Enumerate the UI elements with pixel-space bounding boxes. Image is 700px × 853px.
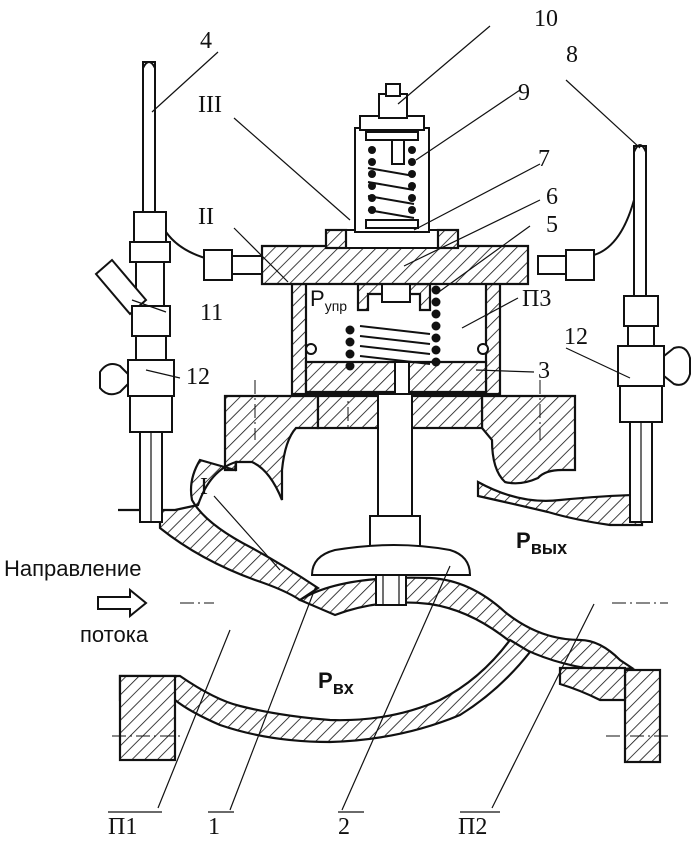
label-1: 1 [208,814,220,840]
pressure-labels: Pупр Pвых Pвх [310,286,567,698]
part-labels: 10 4 8 9 III 7 6 II 5 П3 11 12 12 3 I П1… [108,6,588,840]
label-10: 10 [534,6,558,32]
label-roman-1: I [200,474,208,500]
label-8: 8 [566,42,578,68]
flow-arrow [97,587,148,619]
label-11: 11 [200,300,223,326]
label-6: 6 [546,184,558,210]
label-3: 3 [538,358,550,384]
valve-disc [310,544,472,576]
pilot-valve [354,83,430,233]
pressure-control-label: Pупр [310,286,347,314]
flow-direction-caption: Направление потока [4,556,149,647]
impulse-line-right [537,144,691,523]
label-12-left: 12 [186,364,210,390]
label-12-right: 12 [564,324,588,350]
pressure-out-label: Pвых [516,528,567,558]
label-5: 5 [546,212,558,238]
label-p1: П1 [108,814,137,840]
label-roman-2: II [198,204,214,230]
label-p3: П3 [522,286,551,312]
flow-caption-line2: потока [80,622,149,647]
flow-caption-line1: Направление [4,556,141,581]
label-roman-3: III [198,92,222,118]
actuator-cover [260,228,530,286]
leader-lines [108,25,641,813]
label-p2: П2 [458,814,487,840]
pressure-in-label: Pвх [318,668,354,698]
label-4: 4 [200,28,212,54]
label-2: 2 [338,814,350,840]
label-9: 9 [518,80,530,106]
label-7: 7 [538,146,550,172]
